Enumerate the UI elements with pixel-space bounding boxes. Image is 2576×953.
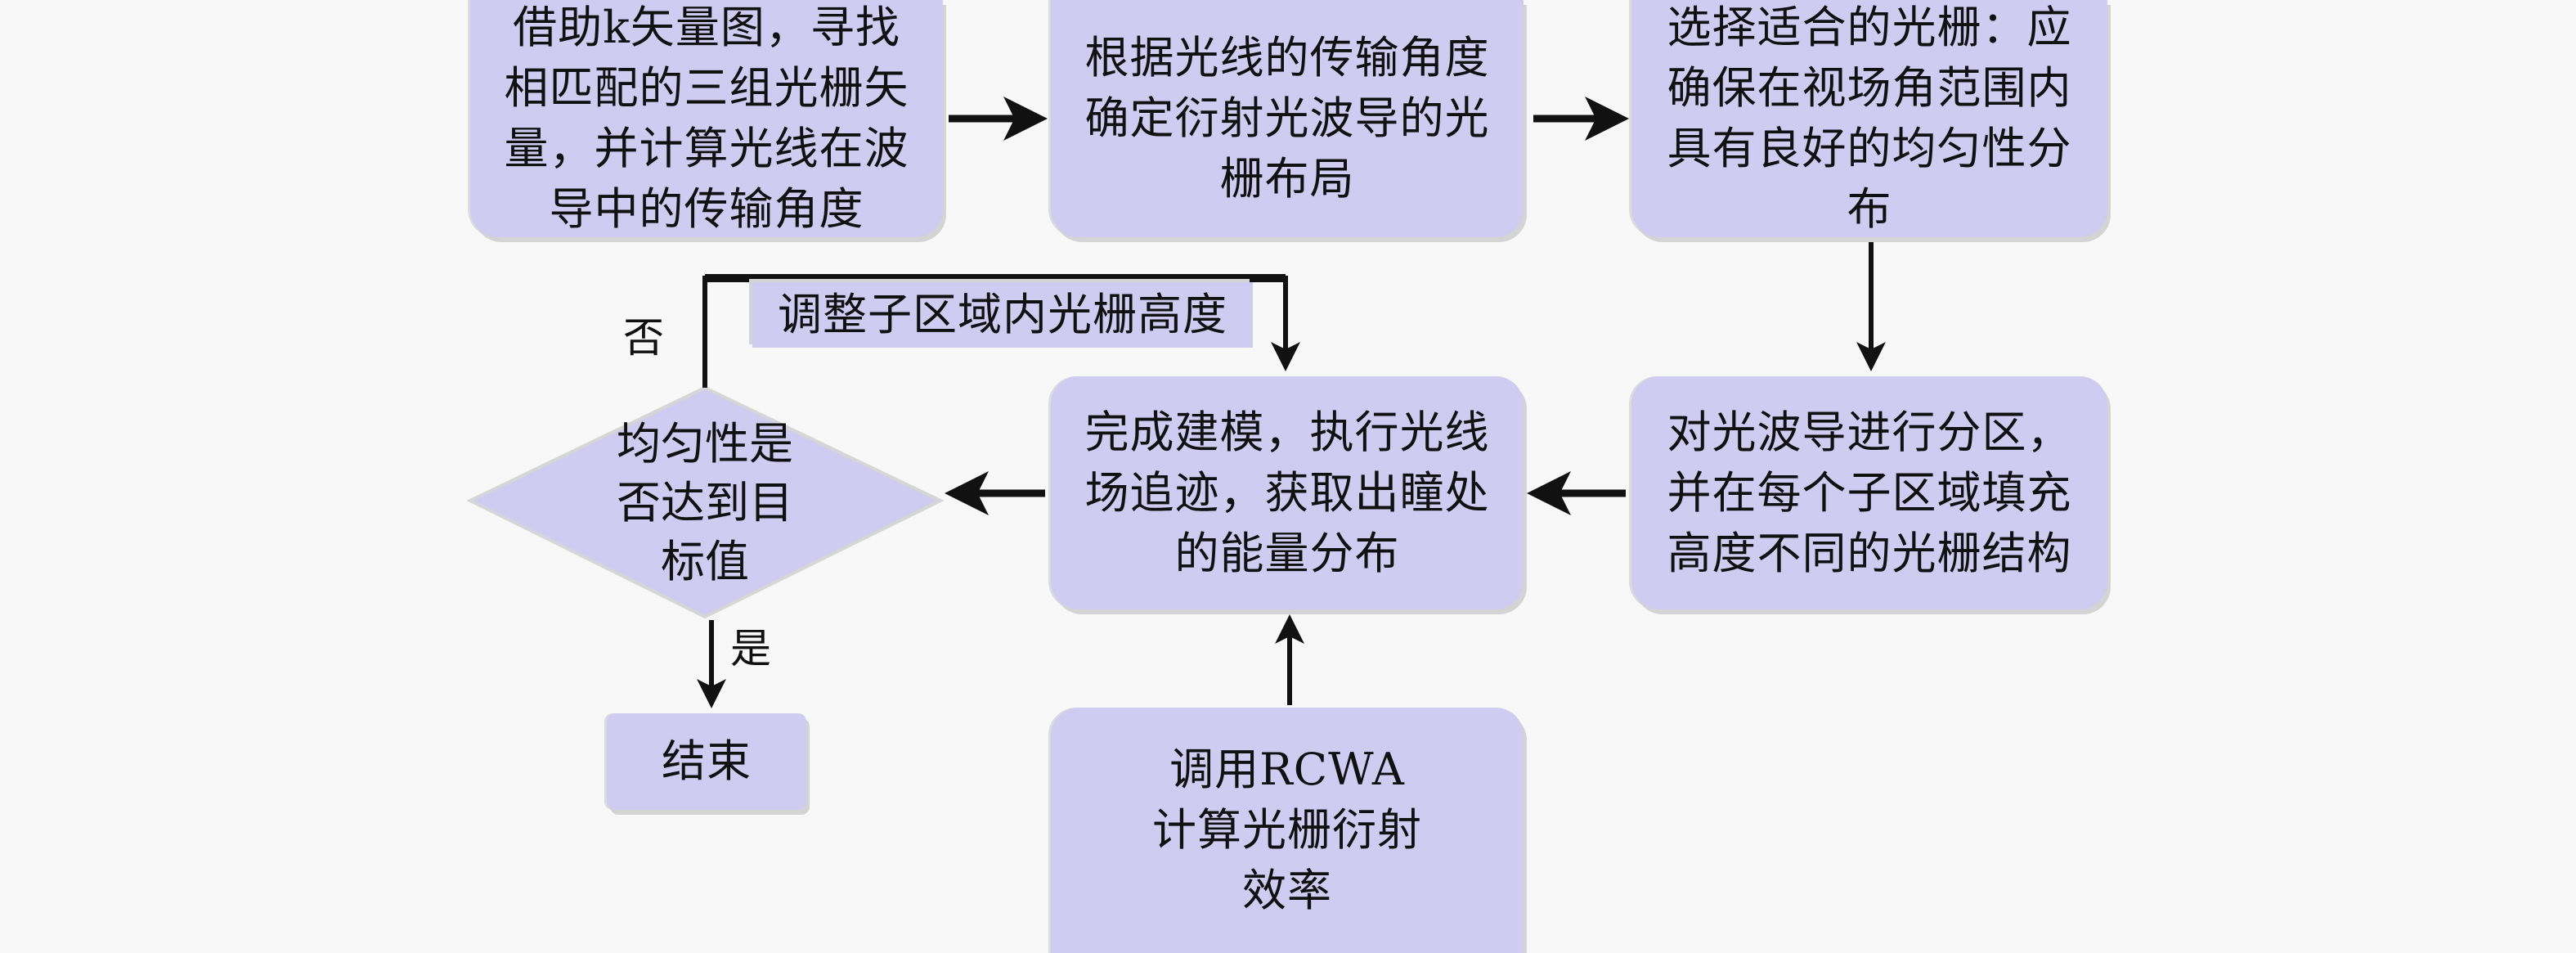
decision-diamond — [466, 385, 945, 619]
end-node: 结束 — [607, 713, 806, 810]
decision-node-text: 均匀性是否达到目标值 — [617, 418, 793, 587]
step-ray-tracing: 完成建模，执行光线场追迹，获取出瞳处的能量分布 — [1051, 376, 1524, 609]
step-find-grating-vectors: 借助k矢量图，寻找相匹配的三组光栅矢量，并计算光线在波导中的传输角度 — [470, 0, 943, 237]
step-rcwa-calculation-text: 调用RCWA计算光栅衍射效率 — [1152, 744, 1422, 916]
step-select-grating: 选择适合的光栅：应确保在视场角范围内具有良好的均匀性分布 — [1631, 0, 2107, 237]
step-grating-layout: 根据光线的传输角度确定衍射光波导的光栅布局 — [1051, 0, 1524, 237]
step-adjust-grating-height: 调整子区域内光栅高度 — [752, 282, 1253, 348]
step-partition-waveguide: 对光波导进行分区，并在每个子区域填充高度不同的光栅结构 — [1631, 376, 2107, 609]
step-find-grating-vectors-text: 借助k矢量图，寻找相匹配的三组光栅矢量，并计算光线在波导中的传输角度 — [504, 2, 909, 235]
edge-label-no: 否 — [623, 314, 664, 362]
step-grating-layout-text: 根据光线的传输角度确定衍射光波导的光栅布局 — [1084, 32, 1490, 205]
step-rcwa-calculation: 调用RCWA计算光栅衍射效率 — [1051, 708, 1524, 953]
end-node-text: 结束 — [662, 735, 752, 787]
step-adjust-grating-height-text: 调整子区域内光栅高度 — [778, 289, 1227, 340]
edge-label-yes: 是 — [730, 625, 771, 672]
step-ray-tracing-text: 完成建模，执行光线场追迹，获取出瞳处的能量分布 — [1084, 406, 1490, 579]
step-select-grating-text: 选择适合的光栅：应确保在视场角范围内具有良好的均匀性分布 — [1667, 2, 2072, 235]
step-partition-waveguide-text: 对光波导进行分区，并在每个子区域填充高度不同的光栅结构 — [1667, 406, 2072, 579]
decision-node: 均匀性是否达到目标值 — [468, 384, 942, 622]
